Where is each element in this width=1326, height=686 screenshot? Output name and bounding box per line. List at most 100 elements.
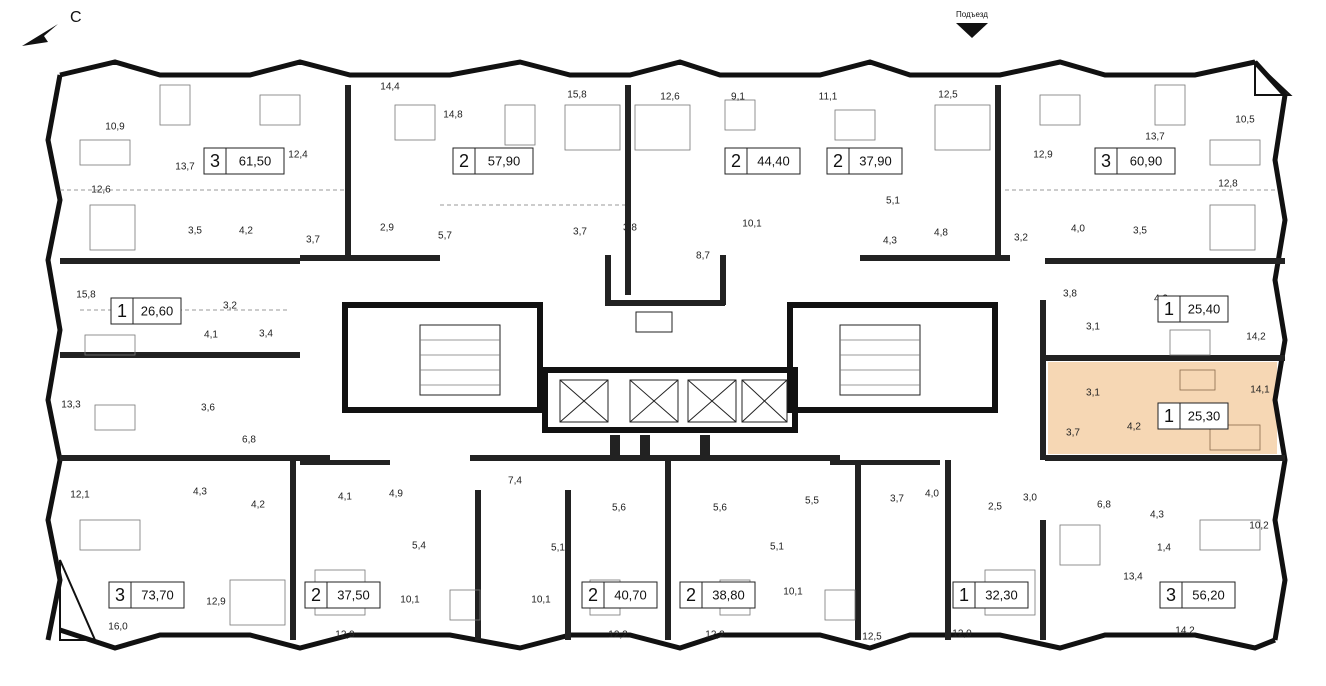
apartment-badge-box: [1157, 402, 1229, 430]
apartment-area: 26,60: [141, 303, 174, 318]
room-area-label: 12,2: [705, 630, 725, 641]
room-area-label: 5,6: [713, 503, 727, 514]
apartment-badge-box: [826, 147, 903, 175]
apartment-area: 40,70: [614, 587, 647, 602]
room-area-label: 2,5: [988, 502, 1002, 513]
entrance-arrow-icon: [956, 23, 988, 38]
room-area-label: 10,9: [105, 122, 125, 133]
room-area-label: 3,1: [1086, 388, 1100, 399]
room-area-label: 4,3: [1150, 510, 1164, 521]
apartment-rooms: 1: [1164, 406, 1174, 426]
apartment-badge-box: [452, 147, 534, 175]
room-area-label: 3,7: [1066, 428, 1080, 439]
apartment-area: 25,40: [1188, 301, 1221, 316]
room-area-label: 12,9: [335, 630, 355, 641]
room-area-label: 4,0: [925, 489, 939, 500]
room-area-label: 3,0: [1023, 493, 1037, 504]
room-area-label: 12,4: [288, 150, 308, 161]
room-area-label: 4,1: [204, 330, 218, 341]
room-area-label: 2,9: [380, 223, 394, 234]
apartment-rooms: 3: [115, 585, 125, 605]
room-area-label: 4,0: [1071, 224, 1085, 235]
room-area-label: 4,2: [1127, 422, 1141, 433]
room-area-label: 10,1: [400, 595, 420, 606]
room-area-label: 3,7: [890, 494, 904, 505]
room-area-label: 4,3: [883, 236, 897, 247]
room-area-label: 5,7: [438, 231, 452, 242]
room-area-label: 10,1: [531, 595, 551, 606]
room-area-label: 14,8: [443, 110, 463, 121]
room-area-label: 12,5: [862, 632, 882, 643]
room-area-label: 4,3: [193, 487, 207, 498]
room-area-label: 10,2: [1249, 521, 1269, 532]
room-area-label: 3,4: [259, 329, 273, 340]
room-area-label: 15,8: [76, 290, 96, 301]
room-area-label: 11,1: [819, 92, 838, 103]
room-area-label: 8,7: [696, 251, 710, 262]
room-area-label: 12,9: [1033, 150, 1053, 161]
room-area-label: 6,8: [242, 435, 256, 446]
room-area-label: 10,1: [742, 219, 762, 230]
room-area-label: 3,1: [1086, 322, 1100, 333]
room-area-label: 12,5: [938, 90, 958, 101]
apartment-area: 38,80: [712, 587, 745, 602]
furniture: [79, 84, 1261, 626]
room-area-label: 3,5: [188, 226, 202, 237]
apartment-badge-box: [679, 581, 756, 609]
room-area-label: 14,4: [380, 82, 400, 93]
apartment-rooms: 3: [1101, 151, 1111, 171]
apartment-rooms: 2: [459, 151, 469, 171]
room-area-label: 14,1: [1250, 385, 1270, 396]
interior-walls: [60, 85, 1285, 640]
apartment-rooms: 2: [833, 151, 843, 171]
room-area-label: 12,6: [660, 92, 680, 103]
apartment-area: 56,20: [1192, 587, 1225, 602]
compass: С: [22, 9, 82, 46]
building-core: [342, 302, 998, 455]
room-area-label: 6,8: [1097, 500, 1111, 511]
room-area-label: 10,5: [1235, 115, 1255, 126]
apartment-rooms: 2: [686, 585, 696, 605]
room-area-label: 12,8: [1218, 179, 1238, 190]
apartment-badge-box: [108, 581, 185, 609]
apartment-rooms: 1: [959, 585, 969, 605]
room-area-label: 4,8: [934, 228, 948, 239]
room-area-label: 7,4: [508, 476, 522, 487]
room-area-label: 12,1: [70, 490, 90, 501]
room-area-label: 4,2: [239, 226, 253, 237]
apartment-rooms: 2: [731, 151, 741, 171]
room-area-label: 13,7: [1145, 132, 1165, 143]
compass-arrow-icon: [22, 24, 58, 46]
apartment-rooms: 1: [1164, 299, 1174, 319]
room-area-label: 5,1: [770, 542, 784, 553]
room-area-label: 13,7: [175, 162, 195, 173]
apartment-rooms: 2: [588, 585, 598, 605]
apartment-area: 32,30: [985, 587, 1018, 602]
room-area-label: 5,1: [551, 543, 565, 554]
apartment-area: 25,30: [1188, 408, 1221, 423]
apartment-area: 73,70: [141, 587, 174, 602]
entrance-marker: Подъезд: [956, 10, 988, 38]
apartment-area: 37,90: [859, 153, 892, 168]
room-area-label: 3,6: [201, 403, 215, 414]
apartment-badge-box: [1159, 581, 1236, 609]
room-area-label: 5,6: [612, 503, 626, 514]
apartment-area: 60,90: [1130, 153, 1163, 168]
